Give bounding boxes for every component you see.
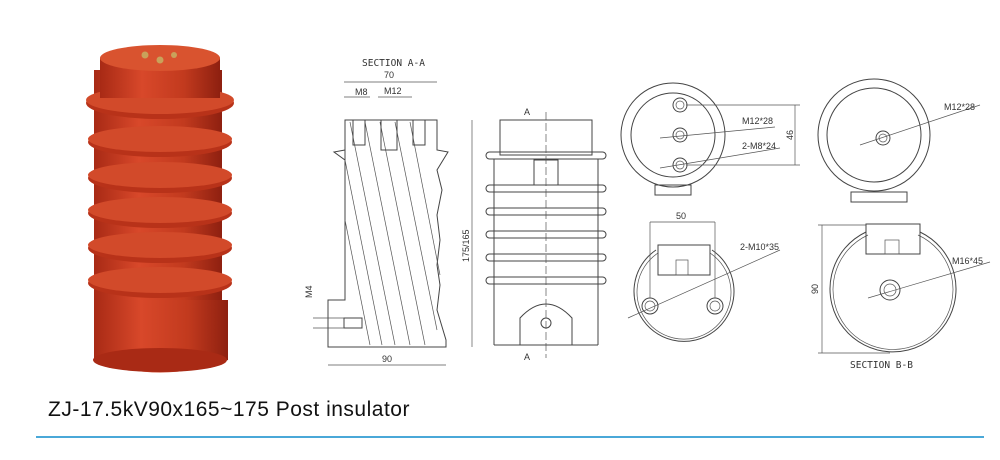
dim-m8: M8: [355, 87, 368, 97]
bottom-view-drawing: 50 2-M10*35: [627, 211, 781, 342]
section-aa-label: SECTION A-A: [362, 58, 425, 69]
dim-m4: M4: [304, 285, 314, 298]
top2-m12-label: M12*28: [944, 102, 975, 112]
marker-a-top: A: [524, 107, 530, 117]
dim-height: 175/165: [461, 229, 471, 262]
section-aa-drawing: SECTION A-A 70 M8 M12 M4 90: [304, 58, 449, 366]
top-view-2-drawing: M12*28: [817, 78, 981, 203]
dim-70: 70: [384, 70, 394, 80]
top-view-drawing: M12*28 2-M8*24 46: [620, 82, 800, 196]
front-elevation-drawing: A A 175/165: [461, 107, 607, 362]
top-m12-label: M12*28: [742, 116, 773, 126]
top-m8-label: 2-M8*24: [742, 141, 776, 151]
dim-46: 46: [785, 130, 795, 140]
divider-line: [36, 436, 984, 438]
dim-90-side: 90: [810, 284, 820, 294]
dim-m12: M12: [384, 86, 402, 96]
product-caption: ZJ-17.5kV90x165~175 Post insulator: [48, 398, 410, 421]
insulator-photo: [86, 45, 234, 373]
bottom2-m16-label: M16*45: [952, 256, 983, 266]
section-bb-drawing: M16*45 90 SECTION B-B: [810, 223, 991, 371]
marker-a-bottom: A: [524, 352, 530, 362]
bottom-m10-label: 2-M10*35: [740, 242, 779, 252]
section-bb-label: SECTION B-B: [850, 360, 913, 371]
dim-90-bottom: 90: [382, 354, 392, 364]
dim-50: 50: [676, 211, 686, 221]
